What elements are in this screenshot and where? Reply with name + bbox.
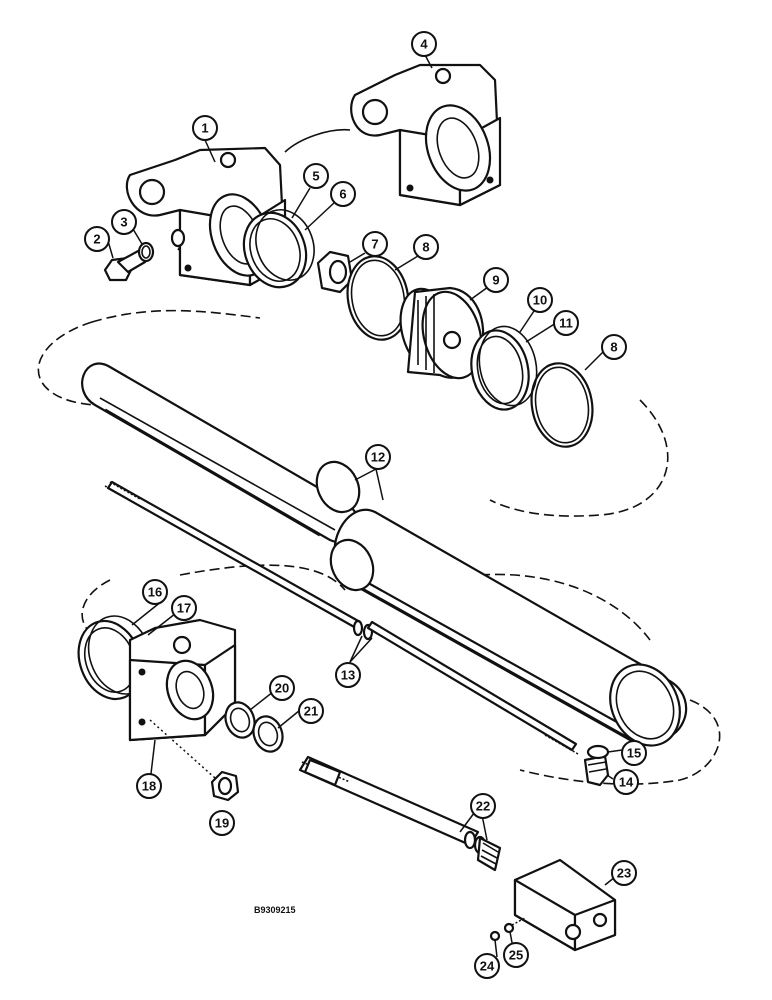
tie-rod [104,480,579,755]
callout-19: 19 [209,810,235,836]
drawing-code: B9309215 [254,905,296,915]
lower-assembly-guide-loop [81,564,721,785]
bleed-plug [583,754,610,787]
leader-lines [107,54,623,958]
bleed-plug-o-ring [586,744,610,760]
callout-25: 25 [503,942,529,968]
callout-9: 9 [483,267,509,293]
callout-18: 18 [136,773,162,799]
base-cap [128,618,237,779]
svg-text:18: 18 [142,779,156,794]
o-ring-upper [346,255,410,341]
callout-20: 20 [269,675,295,701]
svg-text:7: 7 [371,237,378,252]
head-seal [255,209,315,281]
wear-ring [242,211,308,289]
piston-seal [470,329,530,411]
svg-text:24: 24 [480,959,495,974]
svg-text:16: 16 [148,585,162,600]
callout-8: 8 [413,234,439,260]
callout-16: 16 [142,579,168,605]
callout-24: 24 [474,953,500,979]
callout-14: 14 [613,769,639,795]
svg-text:22: 22 [476,799,490,814]
svg-text:17: 17 [177,601,191,616]
barrel-lower-section [329,508,688,747]
callout-2: 2 [84,226,110,252]
guide-arc [284,128,351,153]
svg-text:13: 13 [341,668,355,683]
callout-3: 3 [111,209,137,235]
svg-text:6: 6 [339,187,346,202]
callout-6: 6 [330,181,356,207]
svg-text:10: 10 [533,293,547,308]
svg-text:19: 19 [215,816,229,831]
rod-wiper [224,701,256,739]
svg-text:5: 5 [312,169,319,184]
svg-text:14: 14 [619,775,634,790]
piston [399,286,485,380]
svg-text:20: 20 [275,681,289,696]
callout-23: 23 [611,860,637,886]
svg-text:9: 9 [492,273,499,288]
grease-fitting [489,930,501,942]
port-thread [170,228,186,248]
callout-1: 1 [192,115,218,141]
piston-wear-ring [478,325,538,407]
svg-text:2: 2 [93,232,100,247]
upper-assembly-guide-loop [37,309,669,517]
set-screw [503,917,526,934]
callout-22: 22 [470,793,496,819]
svg-text:1: 1 [201,121,208,136]
svg-text:15: 15 [627,746,641,761]
barrel-upper-section [81,362,361,543]
svg-text:23: 23 [617,866,631,881]
callout-13: 13 [335,662,361,688]
svg-text:8: 8 [610,340,617,355]
callout-8b: 8 [601,334,627,360]
svg-text:25: 25 [509,948,523,963]
callout-15: 15 [621,740,647,766]
svg-text:11: 11 [559,316,573,331]
callout-5: 5 [303,163,329,189]
head-cap-alternate [350,63,502,207]
callout-21: 21 [298,698,324,724]
o-ring-lower [530,362,594,448]
callout-4: 4 [411,31,437,57]
callout-17: 17 [171,595,197,621]
svg-text:12: 12 [371,450,385,465]
svg-text:4: 4 [420,37,428,52]
callout-12: 12 [365,444,391,470]
rod-clevis [513,858,617,952]
piston-rod [298,755,502,872]
callout-7: 7 [362,231,388,257]
plug-o-ring [137,241,155,263]
svg-text:21: 21 [304,704,318,719]
tie-rod-nut [210,770,240,802]
callout-11: 11 [553,310,579,336]
callout-10: 10 [527,287,553,313]
port-plug [103,248,147,282]
rod-bushing [252,715,284,753]
svg-text:3: 3 [120,215,127,230]
svg-text:8: 8 [422,240,429,255]
